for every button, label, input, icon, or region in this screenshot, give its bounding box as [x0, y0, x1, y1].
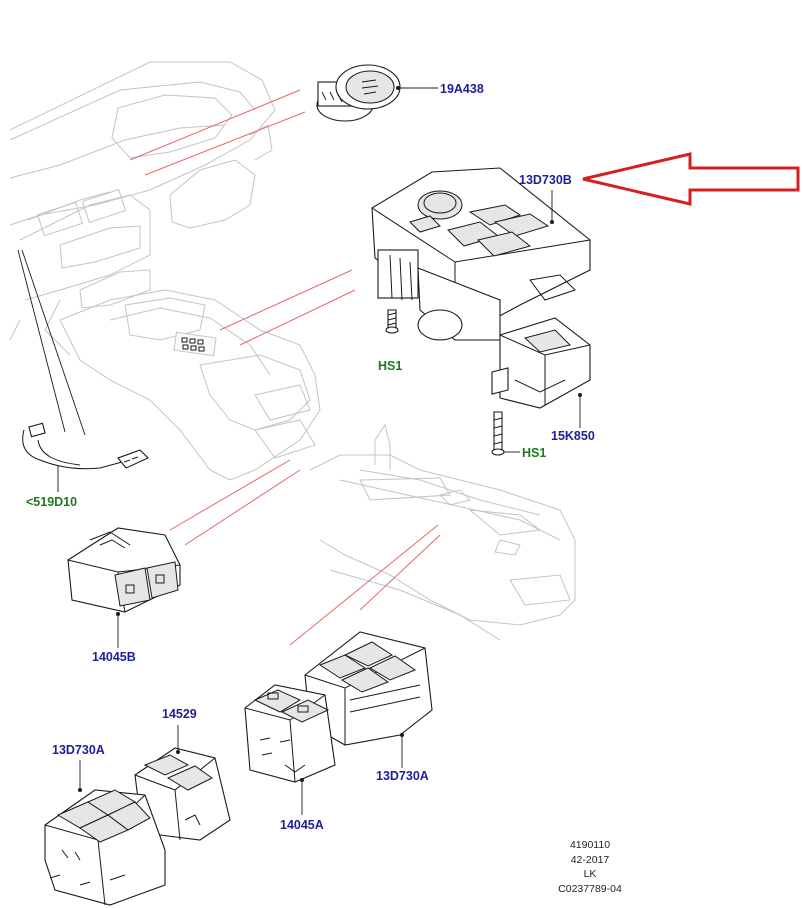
part-14045a-switch [244, 684, 336, 815]
part-519d10-harness [22, 422, 149, 492]
label-hs1-lower: HS1 [522, 446, 547, 460]
part-13d730a-right [304, 631, 433, 768]
part-14045b-switch [67, 527, 181, 648]
rear-console-ghost [309, 423, 576, 641]
label-15k850: 15K850 [551, 429, 595, 443]
label-19a438: 19A438 [440, 82, 484, 96]
drawing-reference-block: 4190110 42-2017 LK C0237789-04 [540, 838, 640, 896]
label-519d10: <519D10 [26, 495, 78, 509]
drawing-ref-code: C0237789-04 [558, 882, 622, 895]
label-hs1-upper: HS1 [378, 359, 403, 373]
label-13d730a-right: 13D730A [376, 769, 429, 783]
label-14529: 14529 [162, 707, 197, 721]
part-13d730a-left [44, 760, 166, 906]
red-leader-lines [129, 89, 441, 646]
part-19a438-start-button [316, 64, 438, 122]
drawing-number: 4190110 [569, 839, 611, 851]
screw-hs1-lower [491, 411, 520, 456]
screw-hs1-upper [385, 309, 399, 334]
label-13d730b: 13D730B [519, 173, 572, 187]
part-13d730b-switch-pack [371, 167, 591, 341]
part-14529-switch [134, 725, 231, 841]
label-13d730a-left: 13D730A [52, 743, 105, 757]
label-14045a: 14045A [280, 818, 324, 832]
callout-arrow [582, 152, 800, 206]
drawing-date: 42-2017 [570, 853, 610, 866]
dashboard-ghost [9, 61, 321, 481]
label-14045b: 14045B [92, 650, 136, 664]
part-15k850-module [491, 317, 591, 428]
drawing-code: LK [583, 868, 597, 880]
